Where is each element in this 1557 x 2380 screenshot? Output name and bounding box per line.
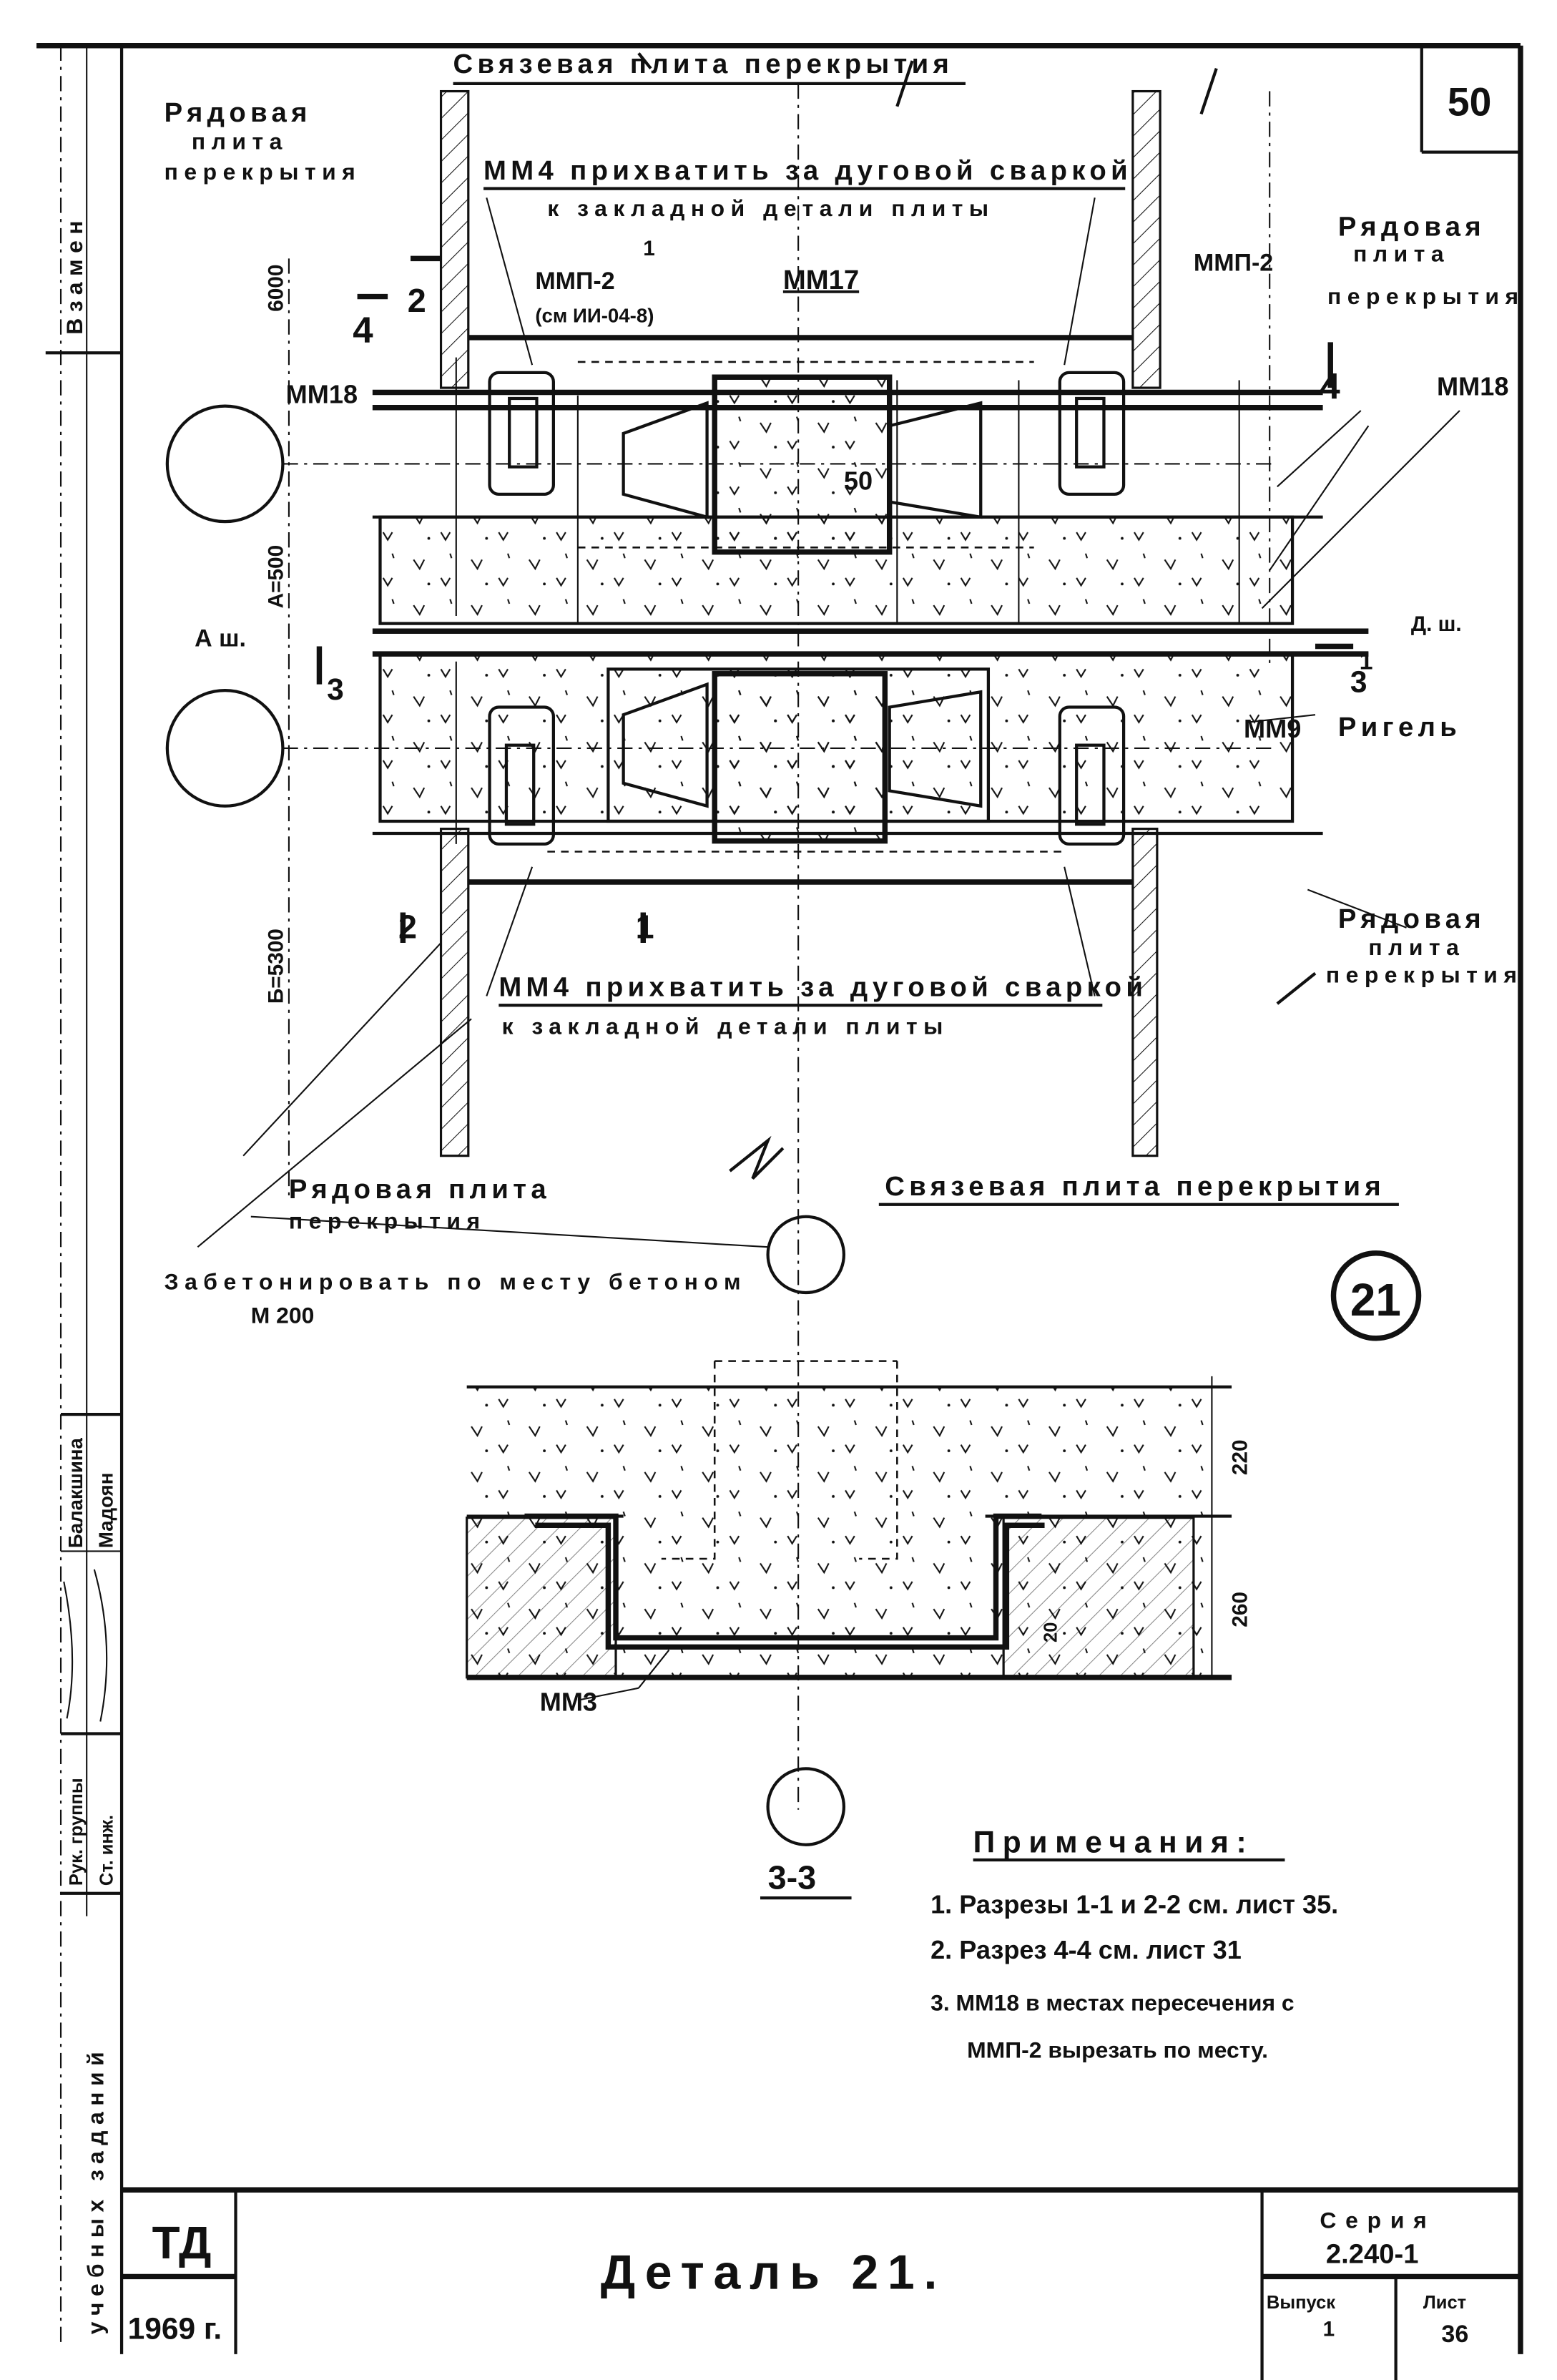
drawing-title: Деталь 21. (601, 2245, 946, 2299)
section-title: 3-3 (768, 1859, 817, 1896)
row-slab-br-3: перекрытия (1326, 961, 1523, 987)
weld-note-bottom-2: к закладной детали плиты (502, 1014, 949, 1039)
section-mark-1-right: 1 (1360, 647, 1373, 675)
dim-220: 220 (1228, 1439, 1252, 1475)
dim-20: 20 (1041, 1622, 1061, 1642)
mm17-label: ММ17 (783, 265, 859, 295)
issue-value: 1 (1323, 2317, 1335, 2341)
signer-name-1: Балакшина (64, 1437, 87, 1548)
axis-marker-a (165, 404, 285, 524)
sheet-label: Лист (1423, 2293, 1466, 2313)
replaces-label: Взамен (62, 215, 87, 335)
concrete-note-1: Забетонировать по месту бетоном (164, 1269, 747, 1295)
dim-50: 50 (844, 466, 873, 496)
drawing-year: 1969 г. (128, 2313, 222, 2346)
section-mark-2-top: 2 (408, 282, 426, 319)
signer-role-2: Ст. инж. (97, 1815, 117, 1886)
row-slab-tl-1: Рядовая (164, 97, 312, 128)
dim-260: 260 (1228, 1592, 1252, 1627)
signature-block (61, 1412, 122, 1895)
weld-note-top-1: ММ4 прихватить за дуговой сваркой (483, 155, 1132, 186)
note-3-cont: ММП-2 вырезать по месту. (967, 2037, 1268, 2062)
row-slab-bl-2: перекрытия (289, 1208, 486, 1234)
detail-number-circle (1330, 1250, 1422, 1341)
section-mark-3-right: 3 (1350, 665, 1367, 699)
row-slab-br-2: плита (1368, 934, 1465, 960)
dim-b: Б=5300 (264, 929, 288, 1004)
sheet-frame (36, 43, 1523, 2354)
weld-note-bottom-1: ММ4 прихватить за дуговой сваркой (498, 971, 1147, 1002)
stamp-label: учебных заданий (83, 2046, 109, 2334)
notes-heading: Примечания: (973, 1826, 1254, 1859)
row-slab-tl-2: плита (192, 128, 288, 154)
axis-marker-d (766, 1767, 846, 1846)
signer-role-1: Рук. группы (67, 1778, 87, 1886)
sheet-value: 36 (1441, 2321, 1468, 2348)
drawing-code: ТД (152, 2217, 212, 2268)
mmp2-left-label: ММП-2 (535, 268, 614, 295)
row-slab-tl-3: перекрытия (164, 159, 362, 185)
row-slab-tr-2: плита (1353, 241, 1450, 267)
note-1: 1. Разрезы 1-1 и 2-2 см. лист 35. (930, 1889, 1338, 1919)
mmp2-ref-num: 1 (643, 237, 655, 260)
dim-a: А=500 (264, 545, 288, 608)
section-mark-3-left: 3 (327, 673, 344, 707)
row-slab-tr-3: перекрытия (1327, 283, 1525, 309)
mm9-label: ММ9 (1244, 714, 1301, 743)
bottom-slab-label: Связевая плита перекрытия (885, 1171, 1385, 1202)
weld-note-top-2: к закладной детали плиты (547, 195, 994, 221)
detail-number: 21 (1350, 1274, 1401, 1326)
note-3: 3. ММ18 в местах пересечения с (930, 1989, 1295, 2015)
note-2: 2. Разрез 4-4 см. лист 31 (930, 1935, 1242, 1964)
row-slab-br-1: Рядовая (1338, 903, 1485, 934)
issue-label: Выпуск (1267, 2293, 1335, 2313)
series-value: 2.240-1 (1326, 2238, 1419, 2269)
rigel-label: Ригель (1338, 712, 1461, 743)
top-slab-label: Связевая плита перекрытия (453, 49, 954, 79)
axis-marker-b (165, 689, 285, 808)
row-slab-bl-1: Рядовая плита (289, 1174, 551, 1205)
mmp2-right-label: ММП-2 (1194, 249, 1273, 276)
page-number: 50 (1448, 80, 1491, 124)
mm3-label: ММ3 (540, 1688, 597, 1717)
mm18-right-label: ММ18 (1437, 372, 1508, 401)
axis-marker-c (766, 1215, 846, 1295)
section-mark-1-bottom: 1 (636, 909, 654, 946)
row-slab-tr-1: Рядовая (1338, 212, 1485, 243)
dim-6000: 6000 (264, 265, 288, 312)
series-label: Серия (1320, 2207, 1435, 2233)
mmp2-ref: (см ИИ-04-8) (535, 305, 654, 327)
concrete-note-2: М 200 (251, 1303, 315, 1328)
plan-view (197, 52, 1460, 1248)
signer-name-2: Мадоян (94, 1473, 117, 1549)
axis-d-label: Д. ш. (1411, 612, 1462, 636)
section-3-3 (466, 1360, 1232, 1701)
mm18-left-label: ММ18 (286, 379, 358, 408)
axis-a-label: А ш. (195, 625, 246, 652)
signature-marks (63, 1569, 108, 1722)
section-mark-4-left: 4 (353, 309, 373, 350)
title-block (122, 2187, 1521, 2380)
section-mark-4-right: 4 (1320, 366, 1340, 406)
section-mark-2-bottom: 2 (398, 909, 417, 946)
